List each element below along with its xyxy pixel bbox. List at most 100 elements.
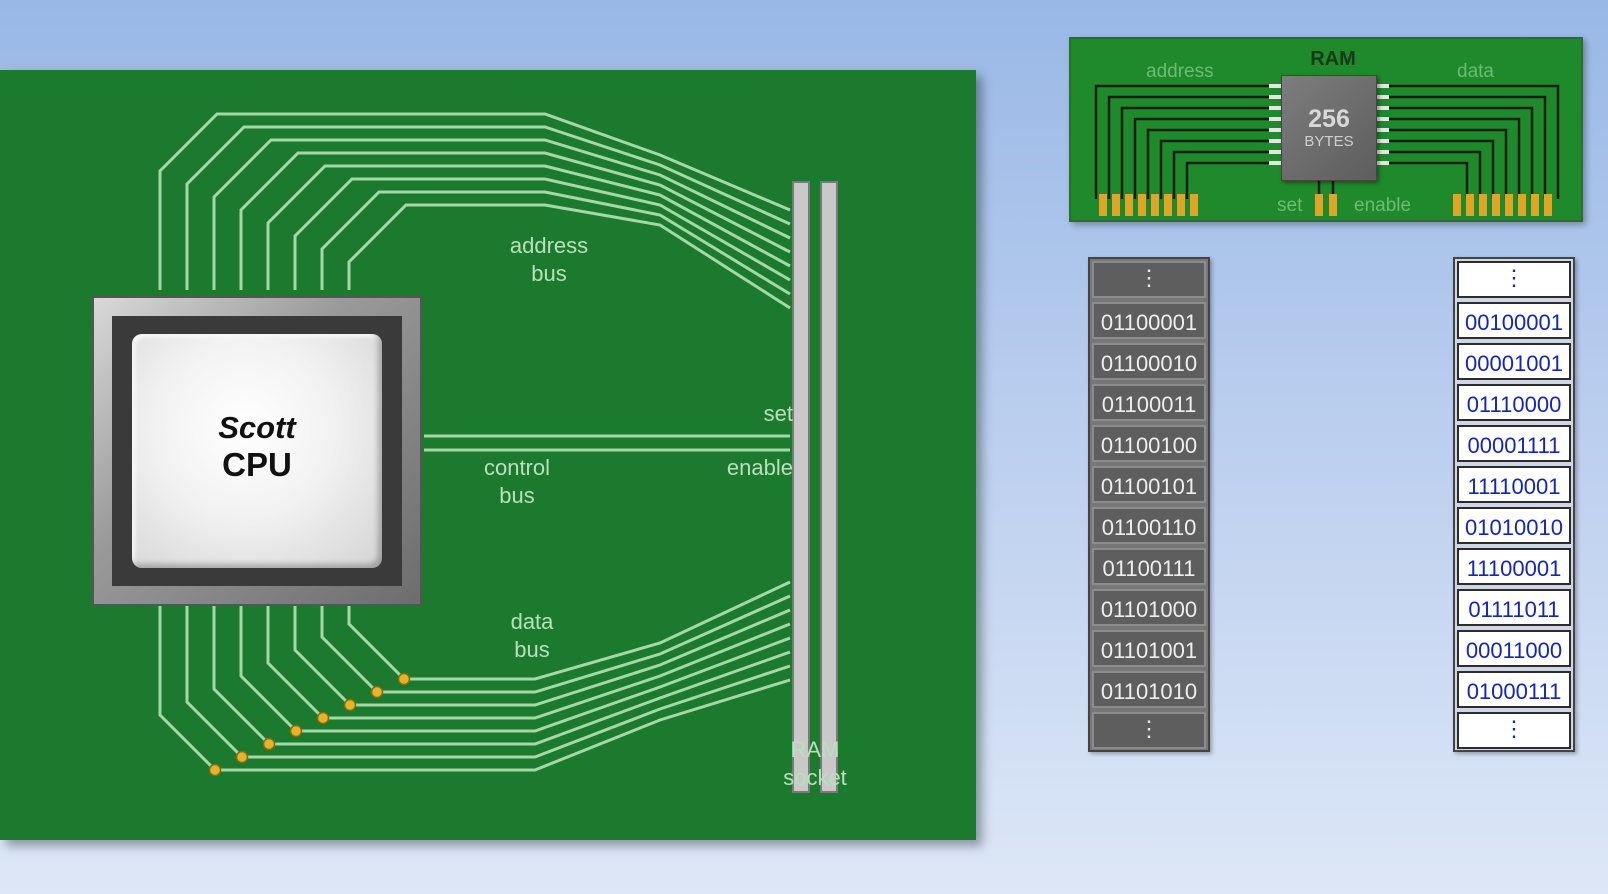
- ram-chip-pin: [1377, 161, 1389, 165]
- address-cell: 01100110: [1092, 507, 1206, 544]
- ram-socket-label-line1: RAM: [790, 737, 840, 762]
- address-trace: [347, 203, 791, 310]
- ram-address-trace: [1120, 106, 1271, 199]
- ram-data-finger: [1492, 194, 1500, 216]
- ram-set-label: set: [1277, 195, 1303, 216]
- ram-chip-pin: [1269, 84, 1281, 88]
- ram-chip-pin: [1377, 117, 1389, 121]
- ram-enable-finger: [1329, 194, 1337, 216]
- data-cell: 01000111: [1457, 671, 1571, 708]
- data-trace: [347, 580, 791, 681]
- set-label: set: [763, 401, 793, 426]
- address-cell: 01100001: [1092, 302, 1206, 339]
- data-trace: [266, 600, 791, 720]
- cpu-socket: Scott CPU: [112, 316, 402, 586]
- data-cell: 11100001: [1457, 548, 1571, 585]
- address-cell: 01101000: [1092, 589, 1206, 626]
- address-bus-label: address bus: [494, 232, 604, 288]
- data-trace: [212, 600, 791, 746]
- cpu-chip: Scott CPU: [132, 334, 382, 568]
- ram-address-finger: [1190, 194, 1198, 216]
- ram-data-trace: [1387, 161, 1469, 199]
- ram-data-trace: [1387, 150, 1482, 199]
- ram-chip-pin: [1377, 139, 1389, 143]
- control-bus-label-line2: bus: [499, 483, 535, 508]
- ram-address-trace: [1094, 84, 1271, 199]
- address-cell: 01100011: [1092, 384, 1206, 421]
- cpu-name: Scott: [218, 410, 296, 445]
- data-bus-pad: [262, 737, 276, 751]
- address-cell: 01100010: [1092, 343, 1206, 380]
- data-bus-pad: [316, 711, 330, 725]
- data-trace: [293, 600, 791, 707]
- ram-data-finger: [1466, 194, 1474, 216]
- data-cell: 01110000: [1457, 384, 1571, 421]
- data-bus-pad: [397, 672, 411, 686]
- data-cell: 01111011: [1457, 589, 1571, 626]
- address-column: ⋮ 01100001 01100010 01100011 01100100 01…: [1088, 257, 1210, 752]
- ram-data-trace: [1387, 117, 1521, 199]
- ram-data-finger: [1479, 194, 1487, 216]
- ram-data-finger: [1505, 194, 1513, 216]
- ram-chip-pin: [1377, 106, 1389, 110]
- address-trace: [158, 112, 791, 290]
- data-ellipsis-bottom: ⋮: [1457, 712, 1571, 749]
- ram-chip-pin: [1377, 128, 1389, 132]
- ram-module: RAM address data 256 BYTES set enable: [1069, 37, 1583, 222]
- ram-chip-pin: [1269, 150, 1281, 154]
- address-cell: 01101010: [1092, 671, 1206, 708]
- ram-address-finger: [1138, 194, 1146, 216]
- address-cell: 01100111: [1092, 548, 1206, 585]
- data-cell: 00100001: [1457, 302, 1571, 339]
- ram-data-finger: [1544, 194, 1552, 216]
- data-trace: [239, 600, 791, 733]
- ram-address-trace: [1146, 128, 1271, 199]
- cpu-label: CPU: [222, 446, 292, 483]
- data-bus-pad: [208, 763, 222, 777]
- data-column: ⋮ 00100001 00001001 01110000 00001111 11…: [1453, 257, 1575, 752]
- ram-chip-pin: [1269, 139, 1281, 143]
- motherboard: Scott CPU address bus control bus set en…: [0, 70, 976, 840]
- address-bus-traces: [158, 112, 791, 310]
- ram-address-finger: [1125, 194, 1133, 216]
- ram-socket-label: RAM socket: [765, 736, 865, 792]
- data-trace: [185, 600, 791, 759]
- address-bus-label-line1: address: [509, 233, 589, 258]
- ram-size-unit: BYTES: [1304, 133, 1354, 150]
- ram-title: RAM: [1310, 48, 1356, 70]
- ram-enable-label: enable: [1354, 195, 1412, 216]
- address-trace: [185, 125, 791, 290]
- enable-label: enable: [726, 455, 793, 480]
- ram-data-trace: [1387, 95, 1547, 199]
- ram-address-finger: [1164, 194, 1172, 216]
- address-cell: 01100100: [1092, 425, 1206, 462]
- bus-traces: [158, 112, 838, 793]
- ram-chip: 256 BYTES: [1281, 75, 1377, 181]
- data-cell: 11110001: [1457, 466, 1571, 503]
- ram-data-finger: [1531, 194, 1539, 216]
- ram-chip-pin: [1269, 95, 1281, 99]
- address-bus-label-line2: bus: [531, 261, 567, 286]
- address-trace: [212, 138, 791, 290]
- data-cell: 00001111: [1457, 425, 1571, 462]
- ram-data-finger: [1453, 194, 1461, 216]
- data-cell: 00001001: [1457, 343, 1571, 380]
- address-trace: [320, 190, 791, 296]
- address-ellipsis-top: ⋮: [1092, 261, 1206, 298]
- data-bus-label: data bus: [482, 608, 582, 664]
- control-bus-traces: [424, 434, 790, 452]
- address-trace: [239, 151, 791, 290]
- ram-data-trace: [1387, 139, 1495, 199]
- ram-socket-label-line2: socket: [783, 765, 847, 790]
- data-bus-pads: [208, 672, 411, 777]
- data-bus-pad: [343, 698, 357, 712]
- data-bus-pad: [289, 724, 303, 738]
- data-trace: [320, 594, 791, 694]
- cpu-package: Scott CPU: [92, 296, 422, 606]
- ram-data-trace: [1387, 106, 1534, 199]
- data-ellipsis-top: ⋮: [1457, 261, 1571, 298]
- ram-set-finger: [1315, 194, 1323, 216]
- data-bus-label-line2: bus: [514, 637, 550, 662]
- ram-chip-pin: [1269, 128, 1281, 132]
- address-cell: 01100101: [1092, 466, 1206, 503]
